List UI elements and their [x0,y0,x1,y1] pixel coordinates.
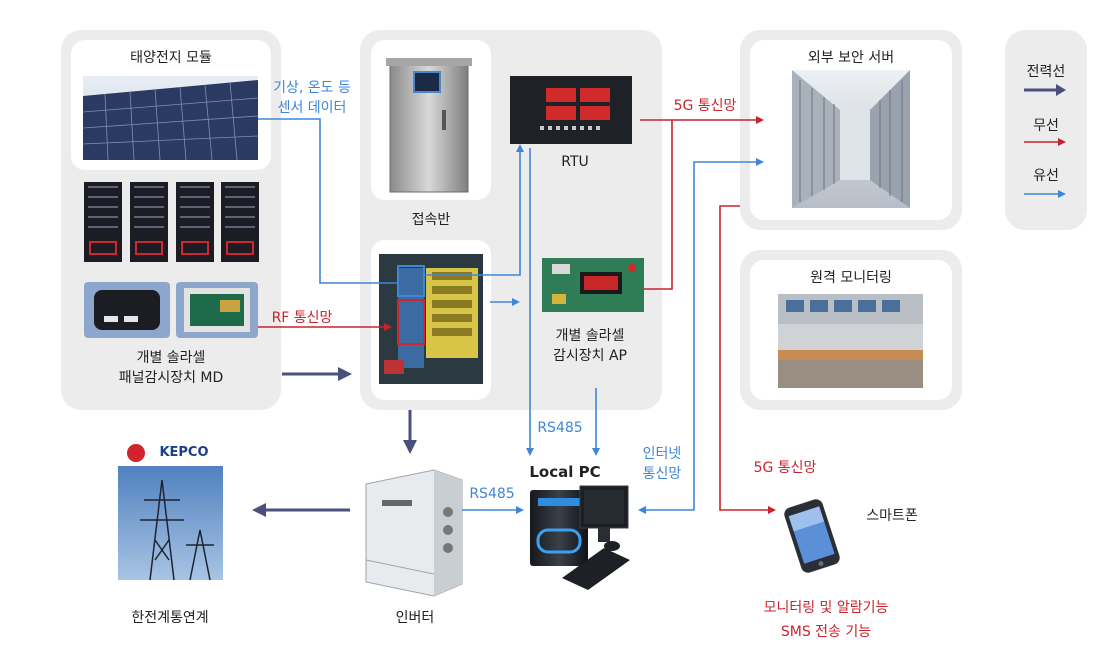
junction-box-label: 접속반 [411,212,451,228]
pc-server-internet-line [644,161,758,511]
local-pc-image [530,485,630,590]
smartphone-feature-2: SMS 전송 기능 [780,624,872,640]
junction-box-inner-photo [379,254,483,384]
fiveg-phone-label: 5G 통신망 [753,460,817,476]
server-phone-5g-line [719,205,770,511]
legend-wired-label: 유선 [1033,168,1059,184]
smartphone-label: 스마트폰 [866,508,918,524]
rf-label: RF 통신망 [271,310,333,326]
jb-rtu-line [424,150,521,276]
inverter-label: 인버터 [395,610,435,626]
inverter-image [365,469,463,597]
remote-monitoring-title: 원격 모니터링 [810,270,892,286]
smartphone-feature-1: 모니터링 및 알람기능 [763,600,889,616]
legend-power-label: 전력선 [1026,64,1066,80]
internet-label-1: 인터넷 [642,446,682,462]
ap-device-image [542,258,644,312]
smartphone-image [784,499,840,573]
power-lines [252,367,417,517]
md-label-line2: 패널감시장치 MD [118,370,224,386]
ap-label-line1: 개별 솔라셀 [555,328,625,344]
internet-label-2: 통신망 [642,466,682,482]
legend-arrows [1024,84,1066,198]
kepco-label: 한전계통연계 [131,610,209,626]
sensor-data-line [258,118,398,284]
legend-panel [1005,30,1087,230]
control-room-image [778,294,923,388]
kepco-logo-text: KEPCO [159,445,209,460]
junction-box-photo [386,58,472,193]
sensor-data-label-2: 센서 데이터 [277,100,347,116]
kepco-grid-image [118,440,223,581]
fiveg-server-label: 5G 통신망 [673,98,737,114]
local-pc-label: Local PC [529,463,601,481]
ap-server-5g-line [644,120,673,290]
rs485-ap-label: RS485 [537,420,583,436]
rtu-label: RTU [561,154,589,170]
ap-label-line2: 감시장치 AP [553,348,627,364]
md-label-line1: 개별 솔라셀 [136,350,206,366]
md-device-image [84,282,258,338]
server-room-image [792,70,910,208]
sensor-data-label-1: 기상, 온도 등 [273,80,351,96]
solar-module-title: 태양전지 모듈 [130,50,212,66]
panel-array-image [84,182,259,262]
legend-wireless-label: 무선 [1033,118,1059,134]
connectors [258,116,776,514]
server-title: 외부 보안 서버 [807,50,895,66]
solar-panel-image [82,76,259,161]
rtu-image [510,76,632,144]
rs485-inverter-label: RS485 [469,486,515,502]
